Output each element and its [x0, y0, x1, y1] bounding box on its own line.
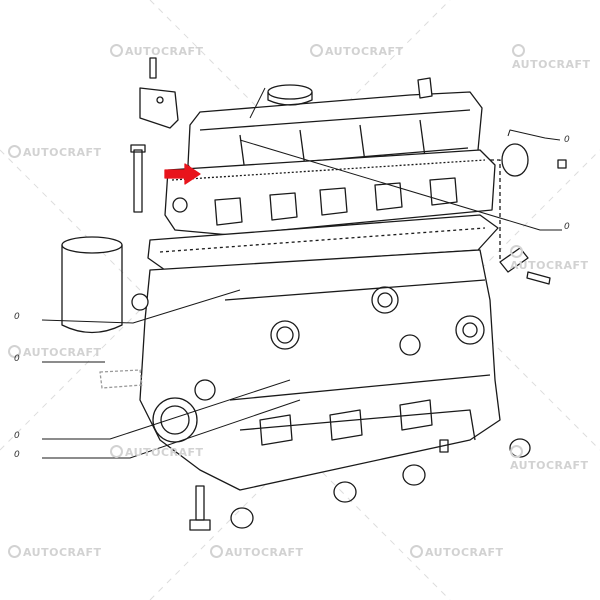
watermark-text: AUTOCRAFT — [512, 58, 591, 71]
watermark-text: AUTOCRAFT — [125, 45, 204, 58]
watermark-text: AUTOCRAFT — [225, 546, 304, 559]
watermark: AUTOCRAFT — [510, 245, 600, 272]
lower-parts — [99, 369, 531, 531]
watermark-text: AUTOCRAFT — [510, 459, 589, 472]
leader-lines — [41, 87, 562, 459]
watermark: AUTOCRAFT — [8, 345, 102, 359]
watermark: AUTOCRAFT — [210, 545, 304, 559]
watermark-text: AUTOCRAFT — [510, 259, 589, 272]
watermark-text: AUTOCRAFT — [23, 546, 102, 559]
watermark-text: AUTOCRAFT — [23, 346, 102, 359]
watermark: AUTOCRAFT — [410, 545, 504, 559]
watermark: AUTOCRAFT — [8, 145, 102, 159]
callout-label: 0 — [564, 135, 570, 145]
callout-label: 0 — [14, 431, 20, 441]
watermark: AUTOCRAFT — [512, 44, 600, 71]
callout-label: 0 — [14, 312, 20, 322]
watermark: AUTOCRAFT — [510, 445, 600, 472]
watermark: AUTOCRAFT — [110, 44, 204, 58]
watermark-text: AUTOCRAFT — [23, 146, 102, 159]
watermark: AUTOCRAFT — [8, 545, 102, 559]
cylinder-liner — [61, 236, 149, 334]
callout-label: 0 — [14, 450, 20, 460]
bracket — [130, 57, 179, 213]
watermark-text: AUTOCRAFT — [125, 446, 204, 459]
highlight-arrow — [164, 163, 201, 185]
callout-label: 0 — [564, 222, 570, 232]
watermark: AUTOCRAFT — [110, 445, 204, 459]
watermark-text: AUTOCRAFT — [425, 546, 504, 559]
cylinder-head — [164, 149, 496, 236]
watermark: AUTOCRAFT — [310, 44, 404, 58]
engine-block — [139, 249, 501, 491]
callout-label: 0 — [14, 354, 20, 364]
watermark-text: AUTOCRAFT — [325, 45, 404, 58]
